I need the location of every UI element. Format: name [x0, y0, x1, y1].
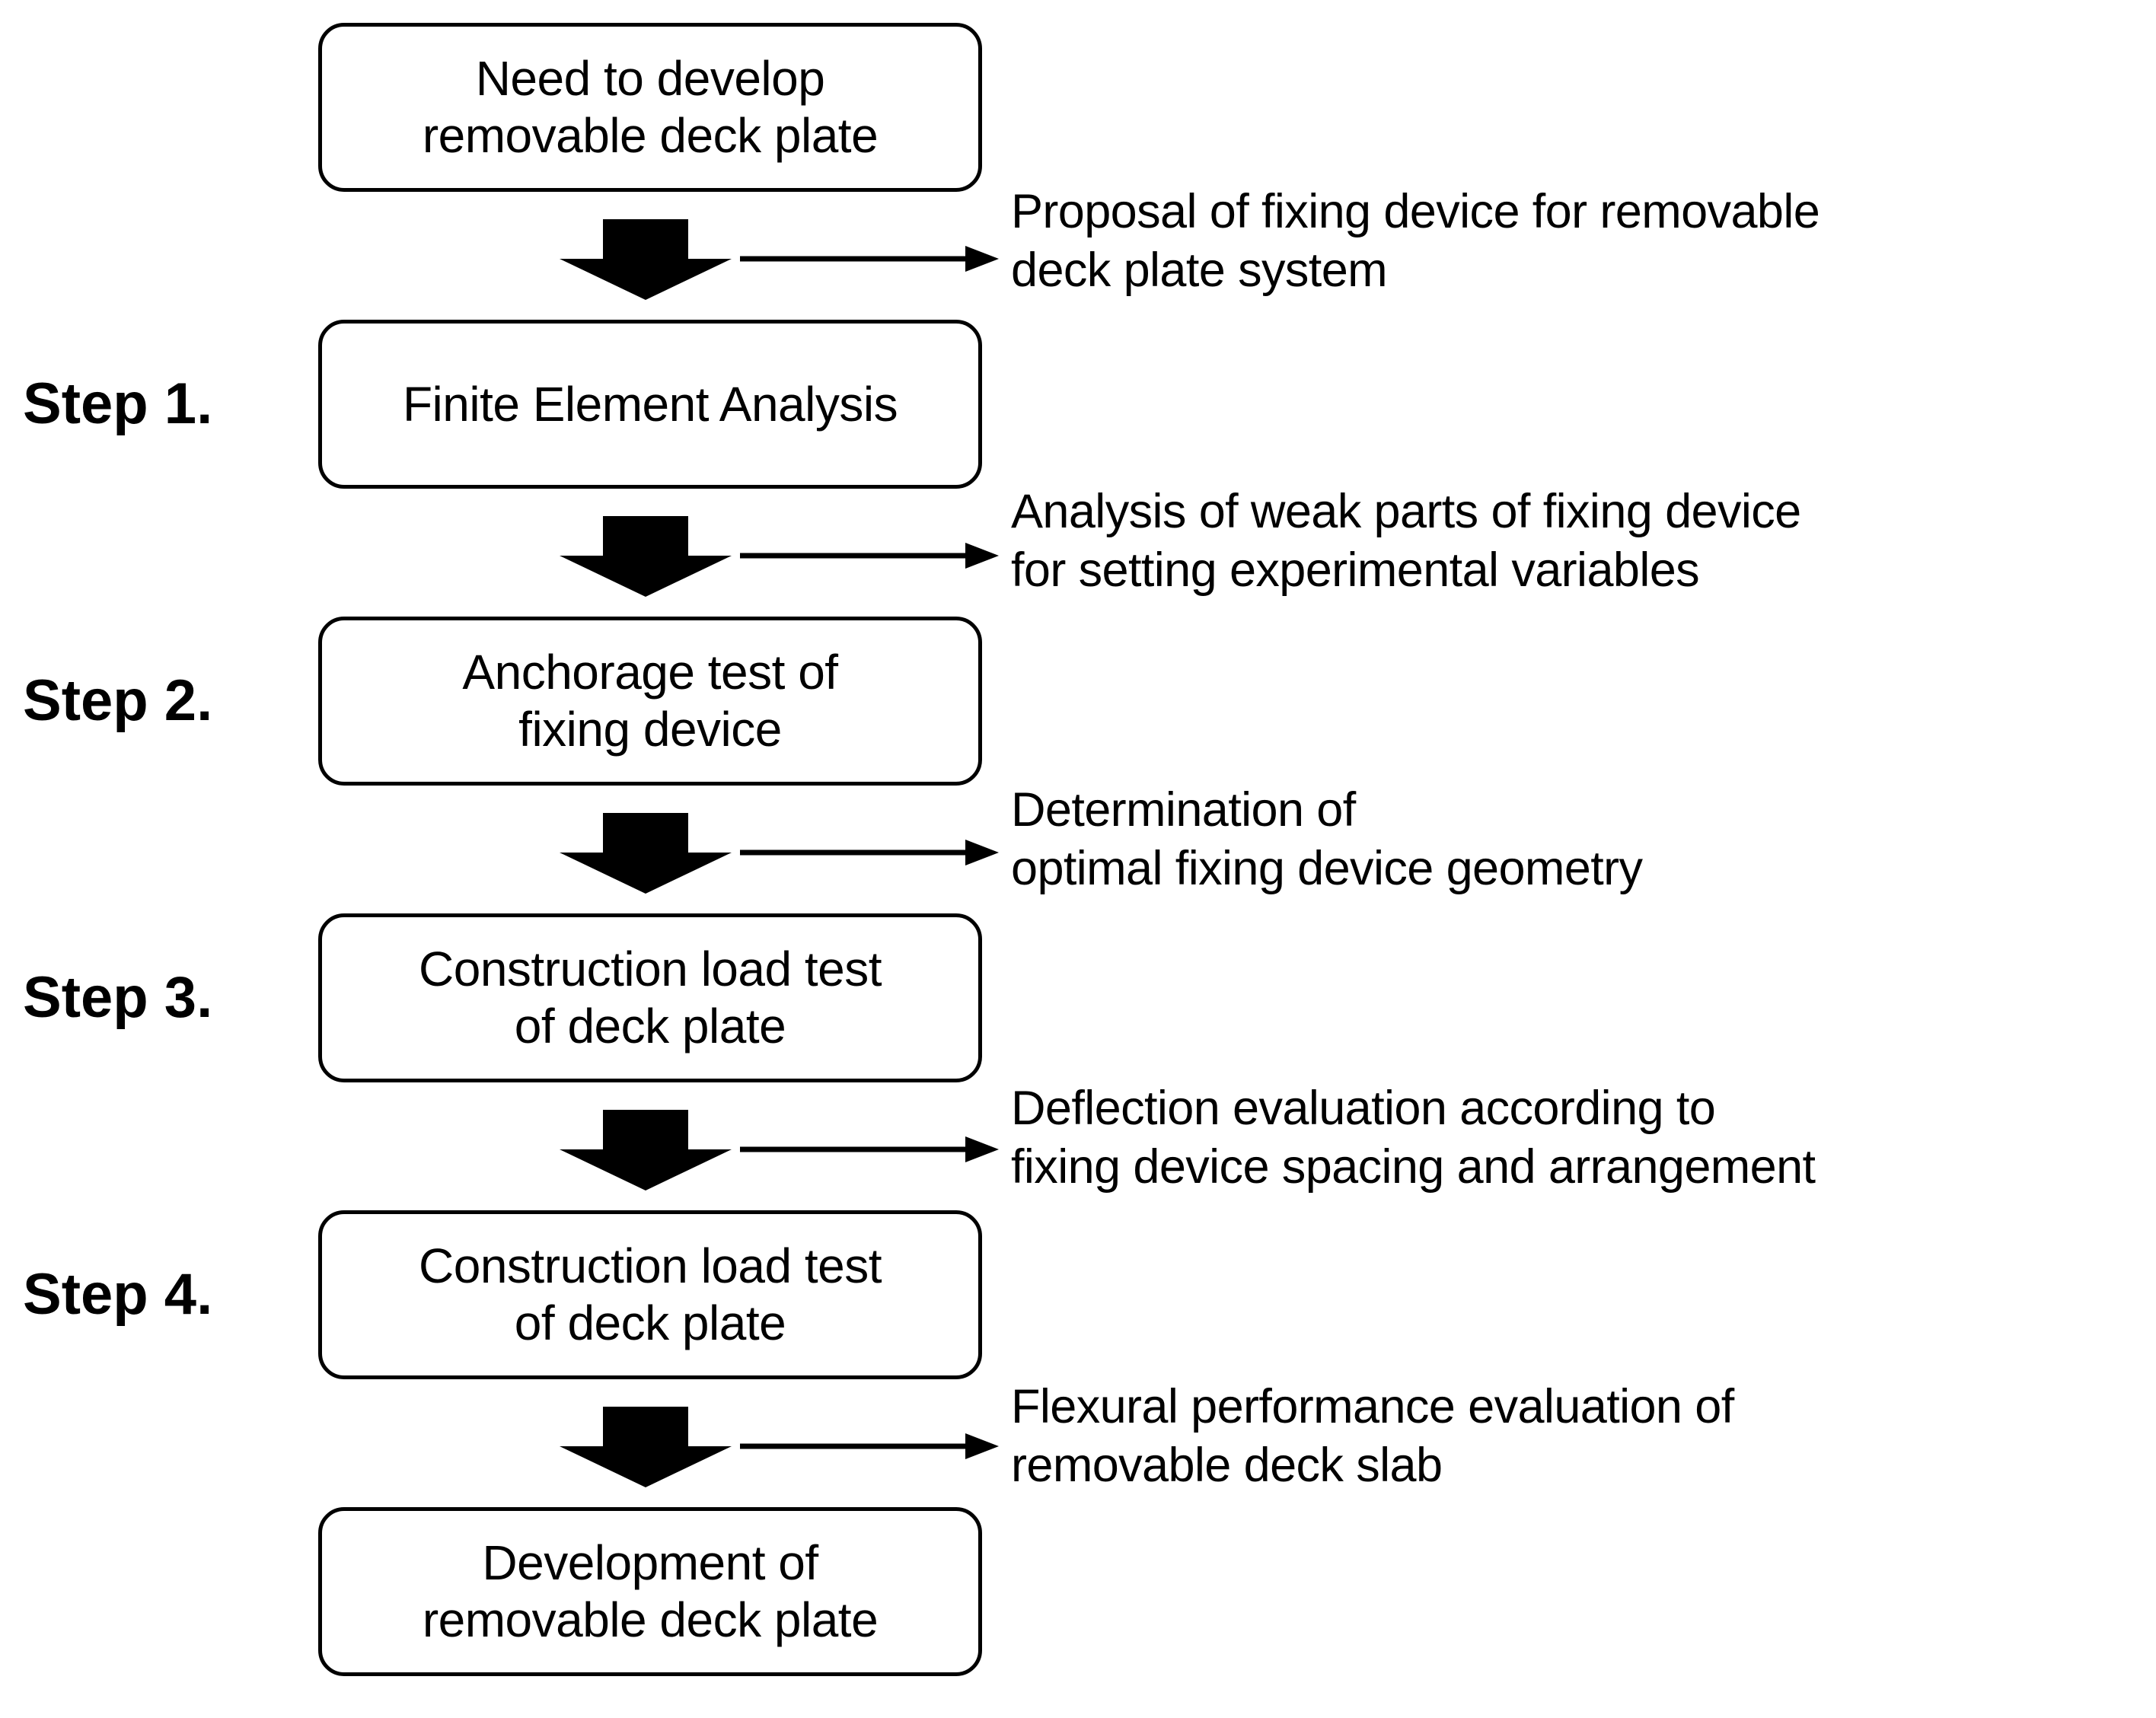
thin-right-arrow-icon-2 [740, 535, 999, 576]
process-box-label: Anchorage test of fixing device [462, 645, 838, 757]
process-box-label: Finite Element Analysis [402, 376, 898, 432]
thin-right-arrow-icon-4 [740, 1129, 999, 1170]
thick-down-arrow-icon-4 [560, 1110, 732, 1190]
process-box-construction-load-test-1[interactable]: Construction load test of deck plate [318, 913, 982, 1082]
step-label-4: Step 4. [23, 1262, 213, 1327]
step-label-3: Step 3. [23, 965, 213, 1030]
process-box-label: Construction load test of deck plate [419, 1238, 882, 1350]
step-label-2: Step 2. [23, 668, 213, 733]
annotation-text-2: Analysis of weak parts of fixing device … [1011, 485, 1801, 597]
process-box-construction-load-test-2[interactable]: Construction load test of deck plate [318, 1210, 982, 1379]
thin-right-arrow-icon-1 [740, 238, 999, 279]
annotation-text-5: Flexural performance evaluation of remov… [1011, 1380, 1734, 1492]
annotation-text-4: Deflection evaluation according to fixin… [1011, 1082, 1816, 1194]
thin-right-arrow-icon-5 [740, 1426, 999, 1467]
thin-right-arrow-icon-3 [740, 832, 999, 873]
process-box-development[interactable]: Development of removable deck plate [318, 1507, 982, 1676]
thick-down-arrow-icon-1 [560, 219, 732, 300]
step-label-1: Step 1. [23, 371, 213, 436]
process-box-finite-element-analysis[interactable]: Finite Element Analysis [318, 320, 982, 489]
process-box-need-to-develop[interactable]: Need to develop removable deck plate [318, 23, 982, 192]
process-box-label: Development of removable deck plate [422, 1535, 879, 1647]
thick-down-arrow-icon-2 [560, 516, 732, 597]
process-box-label: Need to develop removable deck plate [422, 51, 879, 163]
annotation-text-3: Determination of optimal fixing device g… [1011, 783, 1643, 895]
process-box-anchorage-test[interactable]: Anchorage test of fixing device [318, 617, 982, 786]
annotation-text-1: Proposal of fixing device for removable … [1011, 185, 1820, 297]
process-box-label: Construction load test of deck plate [419, 942, 882, 1053]
thick-down-arrow-icon-3 [560, 813, 732, 894]
thick-down-arrow-icon-5 [560, 1407, 732, 1487]
